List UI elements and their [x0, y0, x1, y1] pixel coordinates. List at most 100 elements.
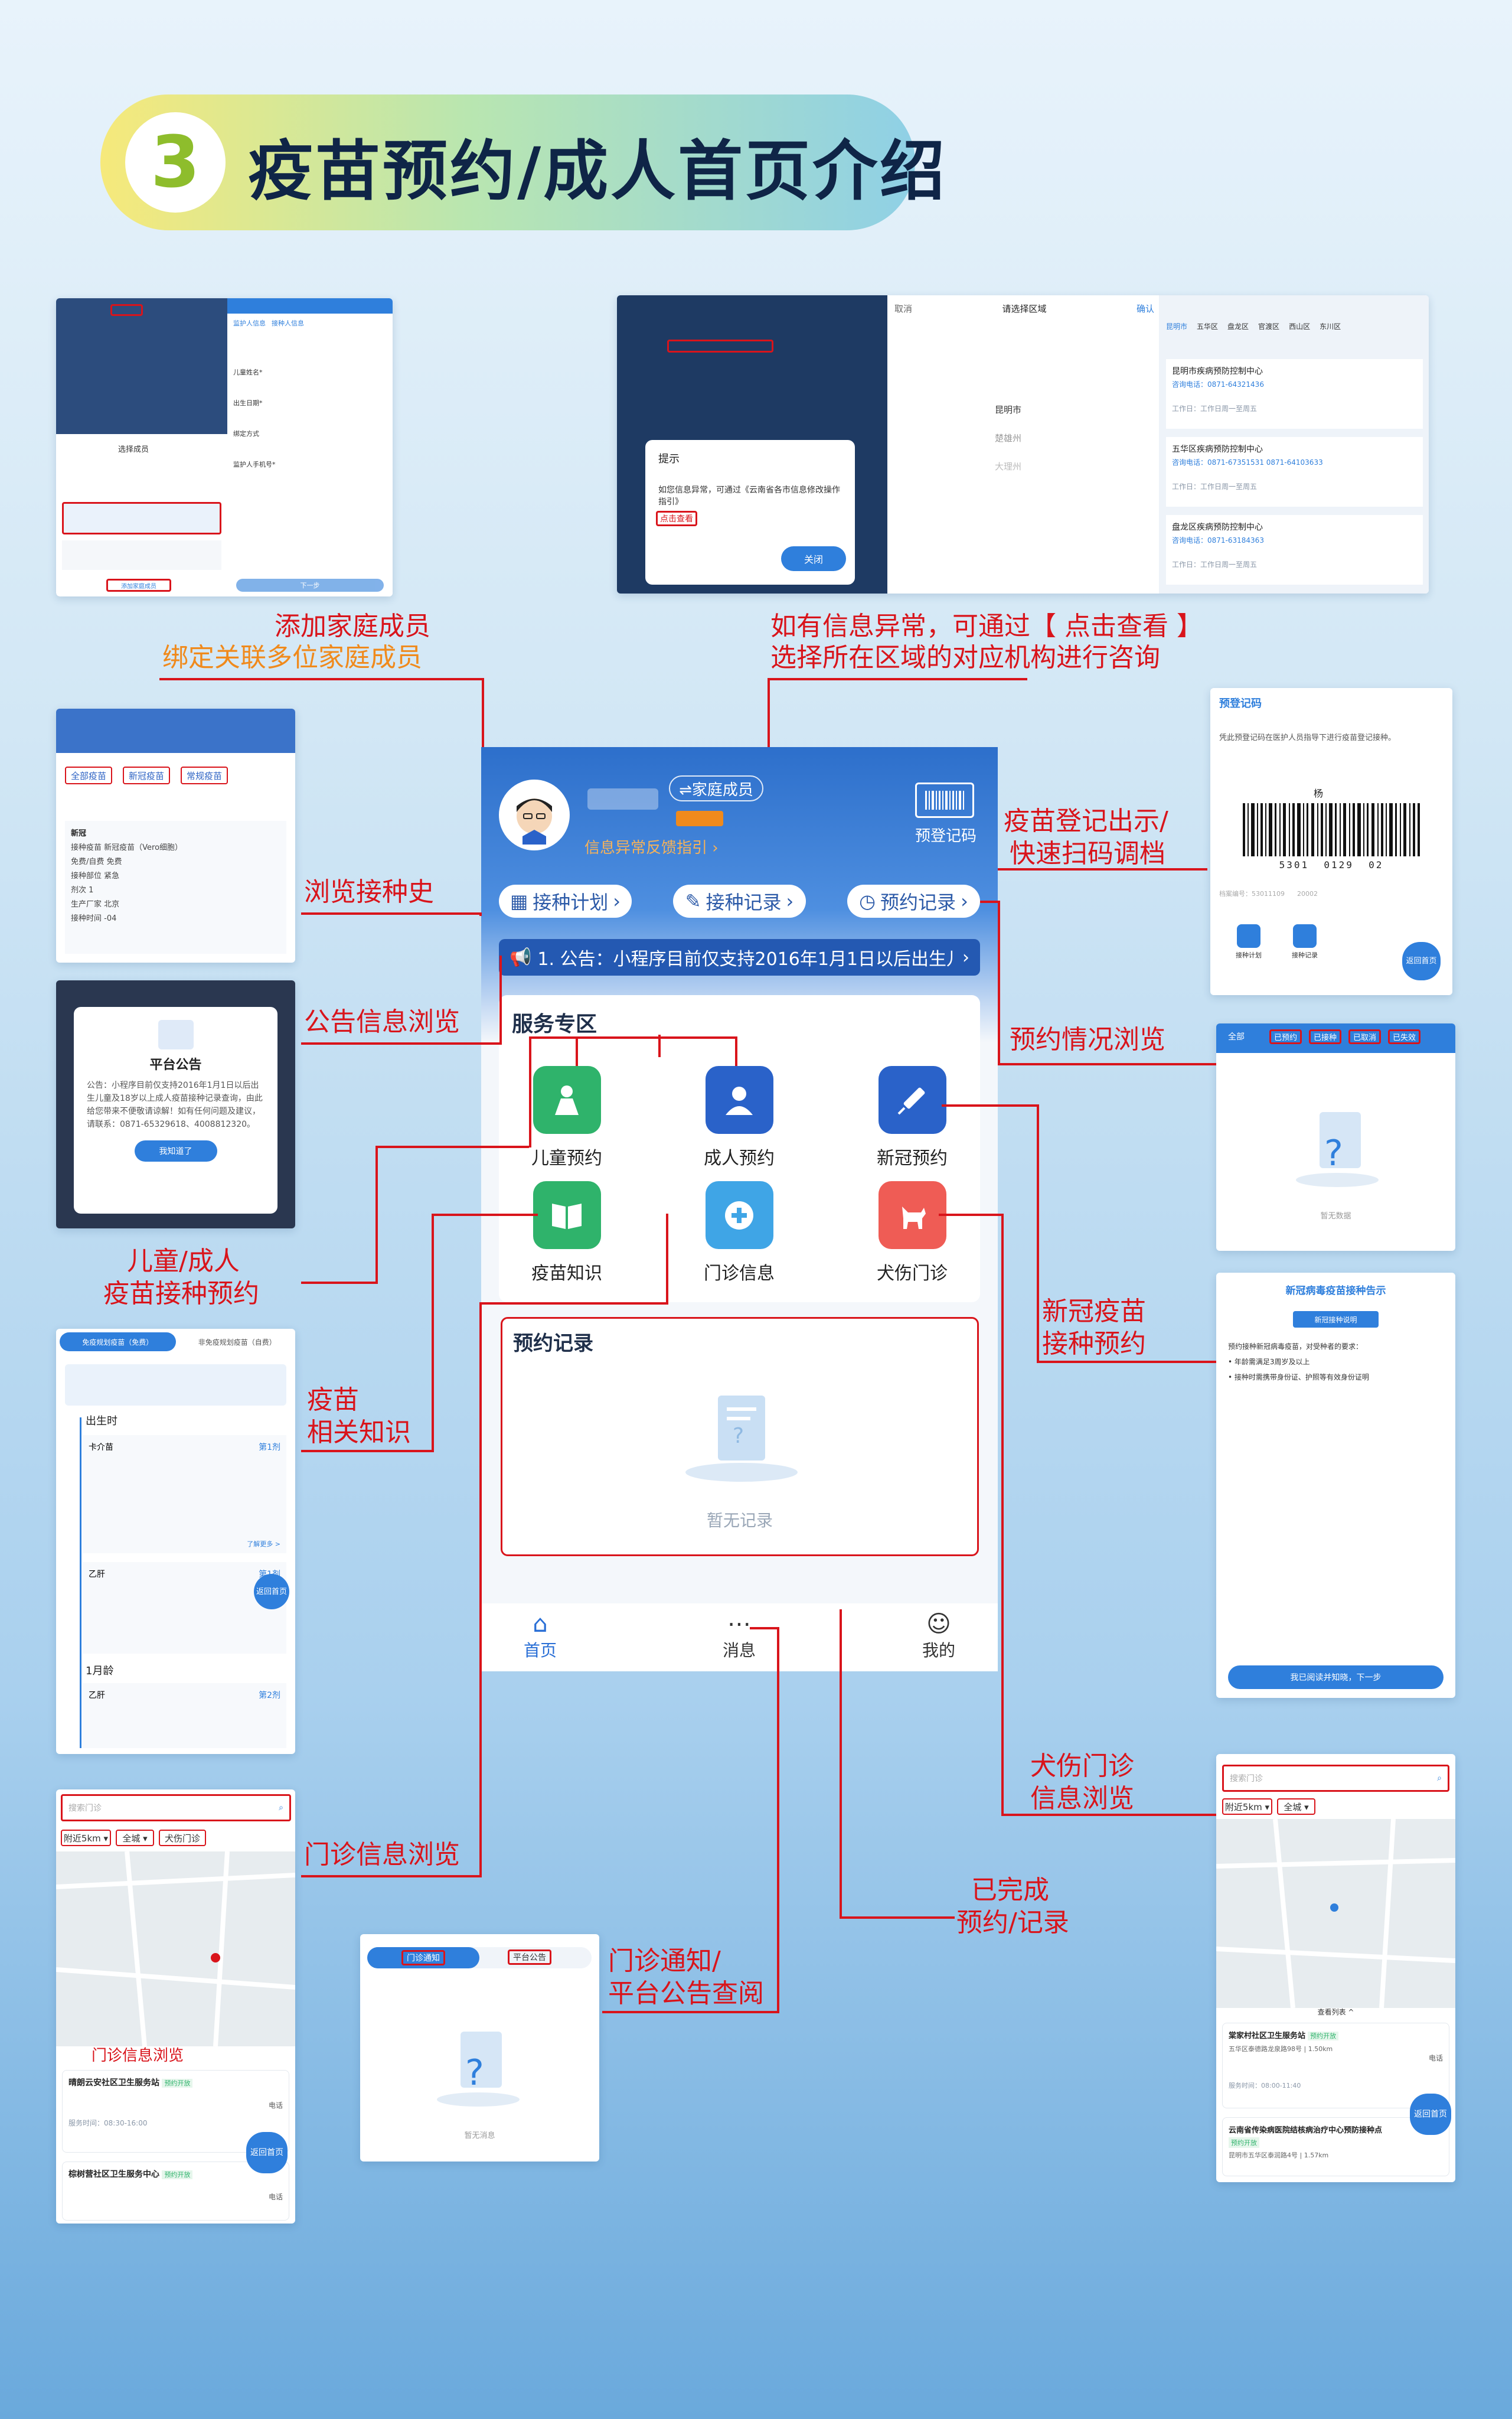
- district-tab[interactable]: 昆明市: [1166, 322, 1188, 331]
- family-member-button[interactable]: ⇌家庭成员: [669, 775, 763, 801]
- notice-bar[interactable]: 📢 1. 公告：小程序目前仅支持2016年1月1日以后出生儿... ›: [499, 939, 980, 976]
- knowledge-tab-paid[interactable]: 非免疫规划疫苗（自费）: [198, 1338, 276, 1347]
- svg-text:?: ?: [1324, 1133, 1343, 1174]
- knowledge-item[interactable]: 乙肝第2剂: [83, 1683, 286, 1748]
- vaccination-record-button[interactable]: ✎接种记录›: [673, 885, 806, 918]
- service-adult-booking[interactable]: 成人预约: [698, 1066, 781, 1169]
- tip-link-button[interactable]: 点击查看: [656, 511, 697, 526]
- service-vaccine-knowledge[interactable]: 疫苗知识: [525, 1181, 608, 1285]
- callout-covid-2: 接种预约: [1042, 1329, 1146, 1359]
- clinic-list-item[interactable]: 棕树营社区卫生服务中心 预约开放 电话: [62, 2162, 289, 2221]
- dog-clinic-filter[interactable]: 附近5km ▾: [1222, 1798, 1272, 1815]
- barcode-action[interactable]: 接种计划: [1228, 924, 1269, 960]
- notice-body: 公告：小程序目前仅支持2016年1月1日以后出生儿童及18岁以上成人疫苗接种记录…: [87, 1081, 263, 1129]
- clinic-filter[interactable]: 犬伤门诊: [159, 1830, 206, 1846]
- dog-clinic-filter[interactable]: 全城 ▾: [1277, 1798, 1315, 1815]
- form-tab[interactable]: 监护人信息: [233, 320, 266, 327]
- history-tab[interactable]: 新冠疫苗: [123, 767, 170, 784]
- notice-title: 平台公告: [149, 1058, 202, 1072]
- clinic-search-input[interactable]: 搜索门诊⌕: [61, 1794, 291, 1821]
- tip-dialog: 提示 如您信息异常，可通过《云南省各市信息修改操作指引》 点击查看 关闭: [645, 440, 855, 585]
- accept-next-button[interactable]: 我已阅读并知晓，下一步: [1228, 1665, 1444, 1689]
- booking-tab[interactable]: 已失效: [1388, 1029, 1421, 1044]
- district-tab[interactable]: 官渡区: [1258, 322, 1280, 331]
- history-tab[interactable]: 常规疫苗: [181, 767, 228, 784]
- tab-messages[interactable]: ⋯ 消息: [704, 1611, 775, 1661]
- form-tab[interactable]: 接种人信息: [272, 320, 304, 327]
- booking-tab[interactable]: 已取消: [1348, 1029, 1382, 1044]
- tab-platform-notice[interactable]: 平台公告: [508, 1949, 551, 1965]
- booking-tab-all[interactable]: 全部: [1228, 1032, 1245, 1042]
- service-title: 服务专区: [512, 1012, 597, 1036]
- history-tab[interactable]: 全部疫苗: [65, 767, 112, 784]
- district-tab[interactable]: 五华区: [1197, 322, 1219, 331]
- knowledge-tab-free[interactable]: 免疫规划疫苗（免费）: [60, 1332, 176, 1351]
- phone-icon[interactable]: 电话: [1428, 2054, 1443, 2062]
- main-phone-screen: ⇌家庭成员 信息异常反馈指引 › 预登记码 ▦接种计划› ✎接种记录› ◷预约记…: [481, 747, 998, 1671]
- clinic-filter[interactable]: 全城 ▾: [116, 1830, 154, 1846]
- empty-messages-text: 暂无消息: [464, 2131, 495, 2140]
- archive-id: 档案编号：53011109 20002: [1219, 890, 1318, 898]
- dog-icon: [878, 1181, 946, 1249]
- member-row-selected[interactable]: [62, 502, 221, 534]
- back-home-button[interactable]: 返回首页: [1410, 2094, 1451, 2135]
- booking-tab[interactable]: 已接种: [1309, 1029, 1342, 1044]
- add-family-member-button[interactable]: 添加家庭成员: [106, 579, 171, 592]
- org-card[interactable]: 五华区疾病预防控制中心 咨询电话：0871-67351531 0871-6410…: [1166, 437, 1423, 507]
- tab-profile[interactable]: ☺ 我的: [903, 1611, 974, 1661]
- member-row[interactable]: [62, 540, 221, 570]
- vaccination-plan-button[interactable]: ▦接种计划›: [499, 885, 632, 918]
- clock-icon: ◷: [859, 890, 876, 912]
- history-card[interactable]: 新冠 接种疫苗 新冠疫苗（Vero细胞） 免费/自费 免费 接种部位 紧急 剂次…: [65, 821, 286, 954]
- phone-icon[interactable]: 电话: [268, 2101, 283, 2110]
- district-tab[interactable]: 西山区: [1289, 322, 1311, 331]
- tab-home[interactable]: ⌂ 首页: [505, 1611, 576, 1661]
- close-button[interactable]: 关闭: [781, 546, 846, 571]
- avatar[interactable]: [499, 780, 570, 850]
- city-option[interactable]: 大理州: [995, 461, 1022, 472]
- screenshot-covid-notice: 新冠病毒疫苗接种告示 新冠接种说明 预约接种新冠病毒疫苗，对受种者的要求： • …: [1216, 1273, 1455, 1698]
- service-covid-booking[interactable]: 新冠预约: [871, 1066, 953, 1169]
- district-tab[interactable]: 东川区: [1320, 322, 1341, 331]
- confirm-button[interactable]: 确认: [1136, 304, 1154, 314]
- adult-icon: [705, 1066, 773, 1134]
- booking-tab[interactable]: 已预约: [1269, 1029, 1302, 1044]
- city-option[interactable]: 楚雄州: [995, 433, 1022, 444]
- clinic-map[interactable]: [56, 1851, 295, 2047]
- service-dog-bite-clinic[interactable]: 犬伤门诊: [871, 1181, 953, 1285]
- barcode-title: 预登记码: [1219, 697, 1262, 710]
- covid-badge: 新冠接种说明: [1293, 1311, 1379, 1328]
- barcode-icon[interactable]: [915, 783, 974, 818]
- list-toggle[interactable]: 查看列表 ^: [1317, 2008, 1354, 2016]
- city-option[interactable]: 昆明市: [995, 405, 1022, 415]
- tab-clinic-notice[interactable]: 门诊通知: [367, 1947, 479, 1968]
- service-child-booking[interactable]: 儿童预约: [525, 1066, 608, 1169]
- search-icon: ⌕: [279, 1803, 283, 1812]
- knowledge-item[interactable]: 卡介苗第1剂 了解更多 >: [83, 1435, 286, 1553]
- dog-clinic-map[interactable]: [1216, 1818, 1455, 2009]
- district-tab[interactable]: 盘龙区: [1227, 322, 1249, 331]
- dog-clinic-list-item[interactable]: 云南省传染病医院结核病治疗中心预防接种点 预约开放 昆明市五华区泰润路4号 | …: [1222, 2117, 1449, 2176]
- next-button[interactable]: 下一步: [236, 579, 384, 592]
- dog-clinic-list-item[interactable]: 棠家村社区卫生服务站 预约开放 五华区泰德路龙泉路98号 | 1.50km 服务…: [1222, 2023, 1449, 2108]
- back-home-button[interactable]: 返回首页: [254, 1574, 289, 1609]
- back-home-button[interactable]: 返回首页: [1402, 942, 1441, 980]
- form-field-label: 儿童姓名*: [233, 369, 263, 376]
- phone-icon[interactable]: 电话: [268, 2193, 283, 2201]
- svg-text:?: ?: [465, 2052, 484, 2094]
- home-icon: ⌂: [533, 1611, 548, 1638]
- cancel-button[interactable]: 取消: [894, 304, 913, 314]
- org-card[interactable]: 盘龙区疾病预防控制中心 咨询电话：0871-63184363 工作日：工作日周一…: [1166, 515, 1423, 585]
- barcode-action[interactable]: 接种记录: [1284, 924, 1325, 960]
- acknowledge-button[interactable]: 我知道了: [134, 1140, 217, 1162]
- service-clinic-info[interactable]: 门诊信息: [698, 1181, 781, 1285]
- clinic-filter[interactable]: 附近5km ▾: [61, 1830, 111, 1846]
- dog-clinic-search-input[interactable]: 搜索门诊⌕: [1222, 1765, 1449, 1792]
- back-home-button[interactable]: 返回首页: [246, 2132, 288, 2173]
- booking-record-button[interactable]: ◷预约记录›: [847, 885, 980, 918]
- calendar-icon: ▦: [510, 890, 528, 912]
- anomaly-link[interactable]: 信息异常反馈指引 ›: [584, 839, 719, 857]
- org-card[interactable]: 昆明市疾病预防控制中心 咨询电话：0871-64321436 工作日：工作日周一…: [1166, 359, 1423, 429]
- knowledge-item[interactable]: 乙肝第1剂: [83, 1562, 286, 1654]
- notice-envelope-icon: [158, 1020, 194, 1049]
